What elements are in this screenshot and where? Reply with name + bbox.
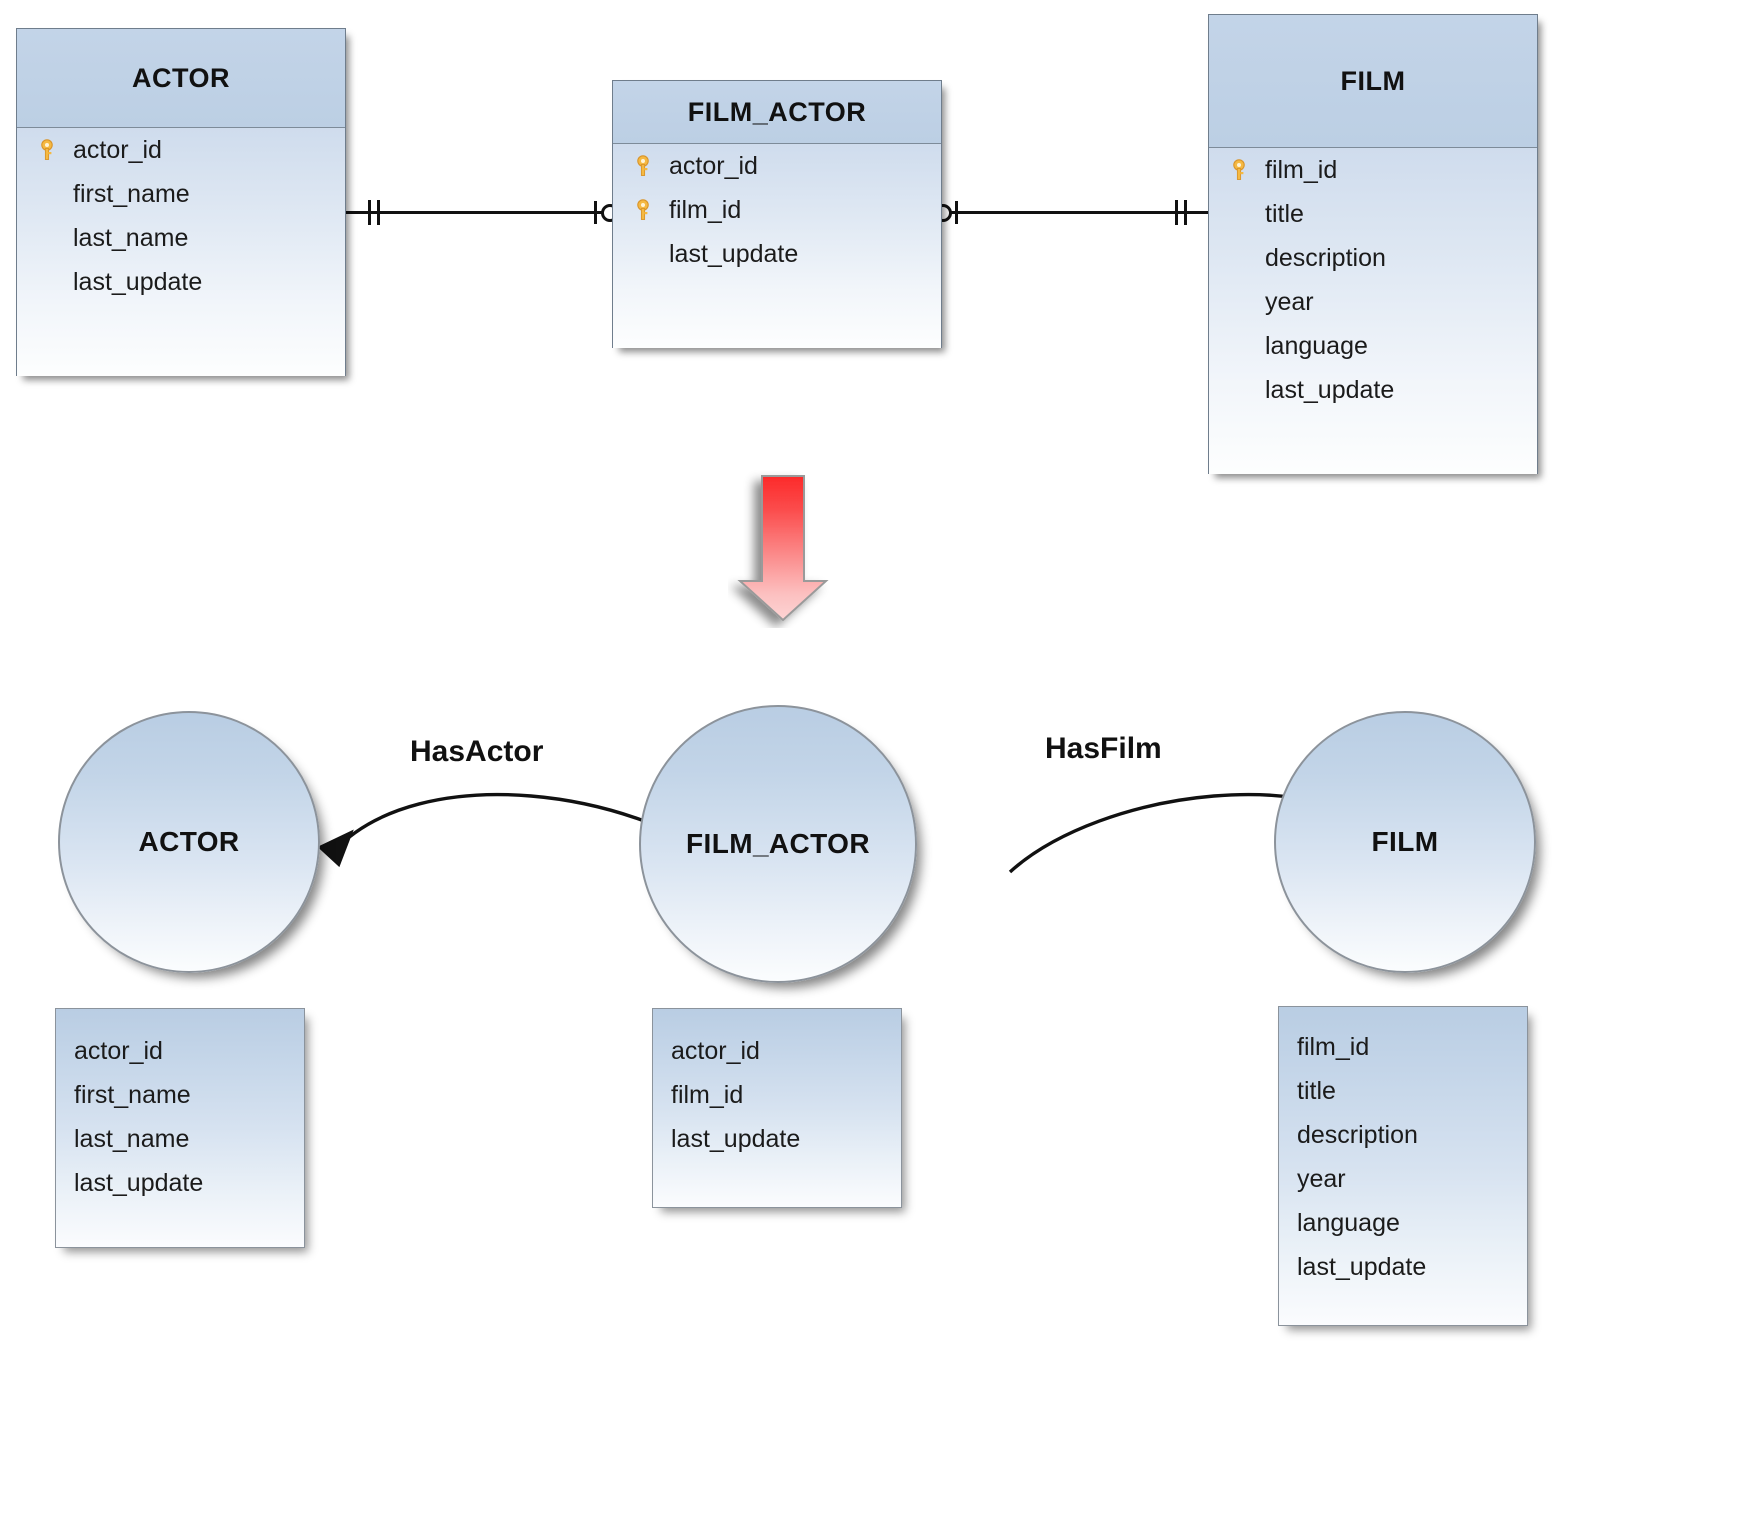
relationship-line-actor-filmactor [346,211,618,214]
property-label: film_id [1297,1033,1370,1061]
er-column-label: film_id [669,195,742,224]
cardinality-one-bar-actor-1 [368,200,371,225]
graph-node-actor[interactable]: ACTOR [58,711,320,973]
cardinality-one-bar-film-2 [1184,200,1187,225]
er-column-label: last_update [669,239,799,268]
edge-label-hasactor-text: HasActor [410,735,544,768]
property-row: first_name [74,1081,304,1125]
er-column-row[interactable]: first_name [17,172,345,216]
er-table-actor-columns: actor_id first_name last_name last_updat… [17,128,345,376]
er-column-row[interactable]: actor_id [17,128,345,172]
cardinality-one-bar-filmactor-left [594,201,597,224]
property-label: actor_id [671,1037,760,1065]
er-table-film-title-text: FILM [1340,65,1406,96]
er-column-label: title [1265,199,1304,228]
edge-label-hasfilm-text: HasFilm [1045,732,1162,765]
cardinality-one-bar-film-1 [1175,200,1178,225]
er-column-label: language [1265,331,1368,360]
key-icon [637,199,649,220]
property-box-film-actor[interactable]: actor_id film_id last_update [652,1008,902,1208]
graph-node-actor-label: ACTOR [138,826,240,857]
property-row: title [1297,1077,1527,1121]
cardinality-one-bar-filmactor-right [955,201,958,224]
er-table-actor-title: ACTOR [17,29,345,128]
er-column-row[interactable]: film_id [1209,148,1537,192]
property-label: last_name [74,1125,190,1153]
er-column-label: first_name [73,179,190,208]
er-column-row[interactable]: description [1209,236,1537,280]
er-table-actor-title-text: ACTOR [131,62,230,93]
transform-down-arrow-icon [737,475,829,622]
key-icon [1233,159,1245,180]
er-column-label: last_update [73,267,203,296]
relationship-line-filmactor-film [938,211,1208,214]
property-label: description [1297,1121,1418,1149]
er-column-row[interactable]: last_update [613,232,941,276]
er-column-row[interactable]: year [1209,280,1537,324]
graph-node-film-actor[interactable]: FILM_ACTOR [639,705,917,983]
er-table-film[interactable]: FILM film_id title description year [1208,14,1538,474]
property-row: last_update [1297,1253,1527,1297]
er-column-label: year [1265,287,1314,316]
property-row: description [1297,1121,1527,1165]
er-table-film-actor-title: FILM_ACTOR [613,81,941,144]
graph-node-film-actor-label: FILM_ACTOR [686,828,870,859]
property-label: language [1297,1209,1400,1237]
key-icon [41,139,53,160]
er-table-actor[interactable]: ACTOR actor_id first_name last_name last… [16,28,346,376]
property-label: last_update [74,1169,204,1197]
graph-node-film[interactable]: FILM [1274,711,1536,973]
er-column-row[interactable]: language [1209,324,1537,368]
er-column-label: film_id [1265,155,1338,184]
property-label: first_name [74,1081,191,1109]
edge-label-hasfilm[interactable]: HasFilm [1039,732,1168,766]
property-row: film_id [1297,1033,1527,1077]
property-label: actor_id [74,1037,163,1065]
property-row: year [1297,1165,1527,1209]
er-table-film-columns: film_id title description year language … [1209,148,1537,474]
er-column-row[interactable]: film_id [613,188,941,232]
er-column-label: last_update [1265,375,1395,404]
property-row: film_id [671,1081,901,1125]
property-label: last_update [671,1125,801,1153]
graph-node-film-label: FILM [1371,826,1439,857]
er-column-row[interactable]: last_update [17,260,345,304]
er-column-row[interactable]: last_name [17,216,345,260]
property-row: last_update [74,1169,304,1213]
property-label: film_id [671,1081,744,1109]
er-table-film-title: FILM [1209,15,1537,148]
key-icon [637,155,649,176]
edge-label-hasactor[interactable]: HasActor [404,735,550,769]
er-column-label: actor_id [669,151,758,180]
property-row: last_update [671,1125,901,1169]
property-label: title [1297,1077,1336,1105]
property-row: last_name [74,1125,304,1169]
property-row: actor_id [74,1037,304,1081]
er-column-label: description [1265,243,1386,272]
er-column-row[interactable]: title [1209,192,1537,236]
property-row: actor_id [671,1037,901,1081]
er-column-row[interactable]: actor_id [613,144,941,188]
er-column-label: last_name [73,223,189,252]
er-table-film-actor-columns: actor_id film_id last_update [613,144,941,348]
property-label: year [1297,1165,1346,1193]
property-box-film[interactable]: film_id title description year language … [1278,1006,1528,1326]
er-column-label: actor_id [73,135,162,164]
cardinality-one-bar-actor-2 [377,200,380,225]
property-label: last_update [1297,1253,1427,1281]
er-table-film-actor[interactable]: FILM_ACTOR actor_id film_id [612,80,942,348]
er-column-row[interactable]: last_update [1209,368,1537,412]
er-table-film-actor-title-text: FILM_ACTOR [687,96,867,127]
property-row: language [1297,1209,1527,1253]
property-box-actor[interactable]: actor_id first_name last_name last_updat… [55,1008,305,1248]
